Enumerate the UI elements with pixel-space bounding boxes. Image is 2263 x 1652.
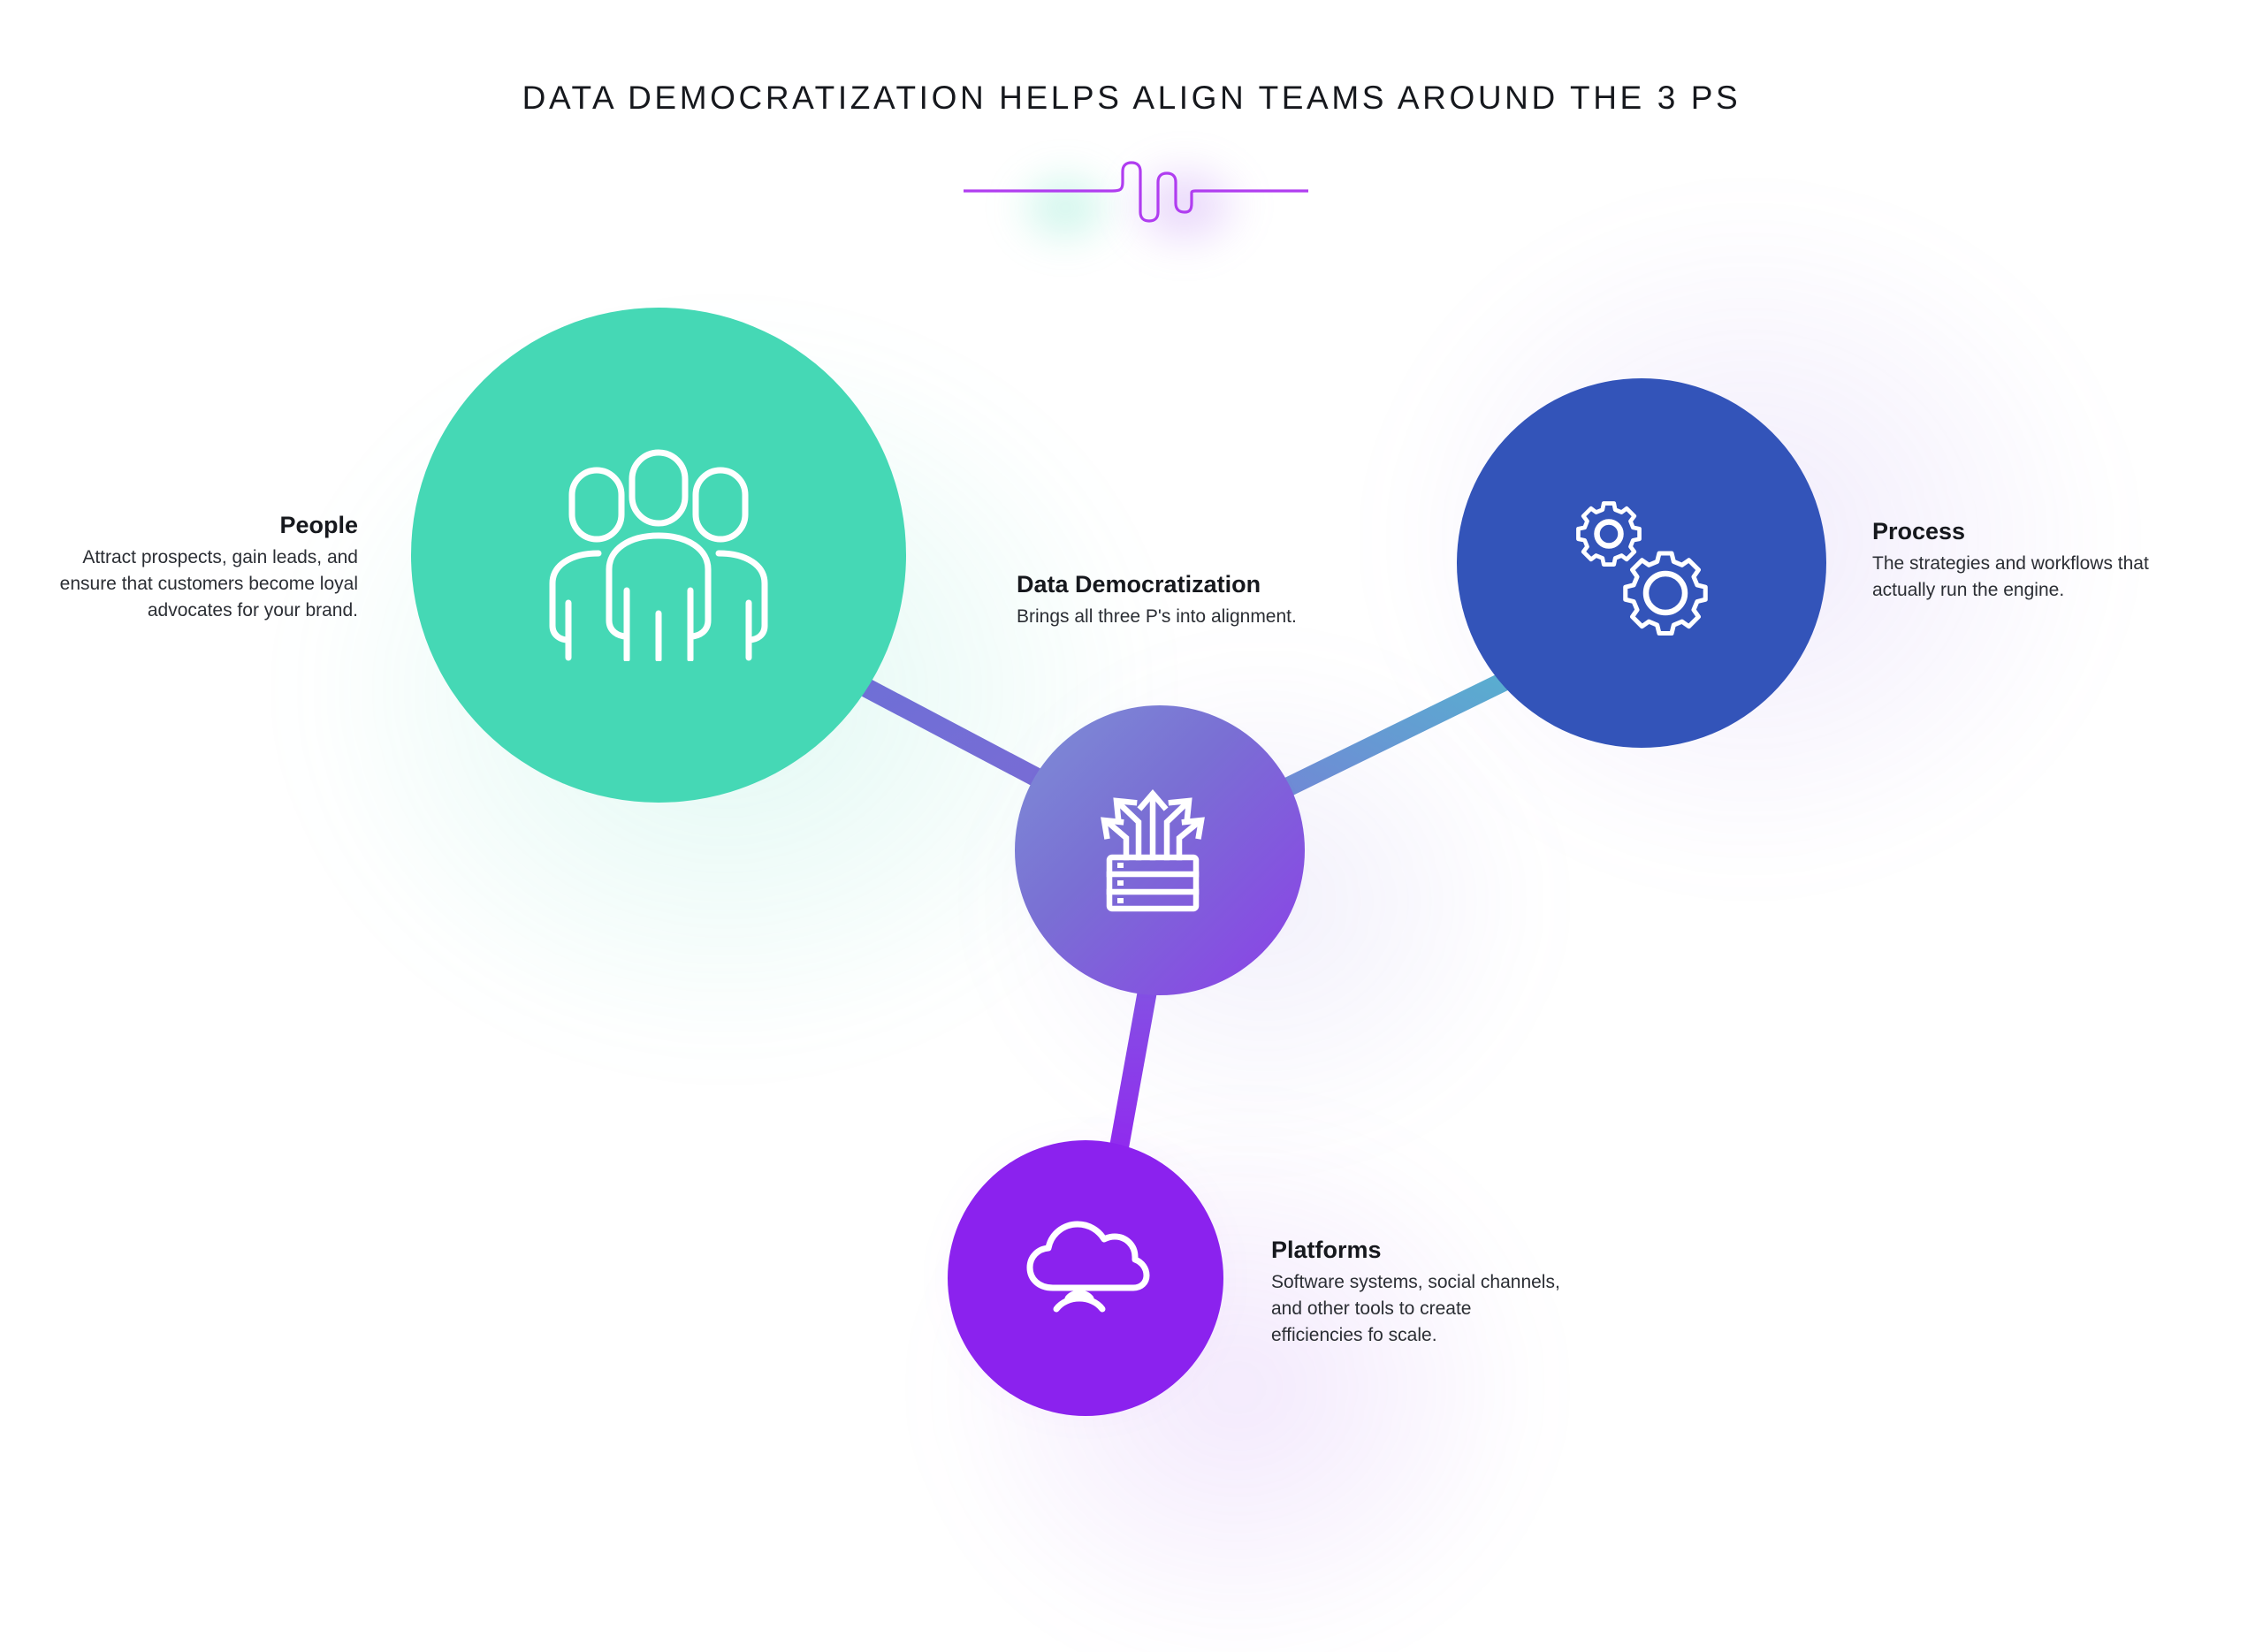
process-description: The strategies and workflows that actual… [1872, 553, 2149, 601]
cloud-wifi-icon [1026, 1221, 1150, 1313]
people-label-block: People Attract prospects, gain leads, an… [35, 511, 358, 624]
people-group-icon [549, 449, 768, 661]
waveform-pulse-icon [964, 161, 1308, 223]
platforms-description: Software systems, social channels, and o… [1271, 1272, 1560, 1346]
hub-title: Data Democratization [1017, 571, 1261, 598]
server-arrows-icon [1101, 789, 1205, 912]
platforms-label-block: Platforms Software systems, social chann… [1271, 1236, 1563, 1349]
node-platforms[interactable] [948, 1140, 1223, 1416]
node-process[interactable] [1457, 378, 1826, 748]
hub-label-block: Data Democratization Brings all three P'… [1017, 570, 1352, 630]
people-description: Attract prospects, gain leads, and ensur… [59, 547, 358, 621]
waveform-divider [964, 131, 1308, 281]
node-people[interactable] [411, 308, 906, 803]
process-title: Process [1872, 518, 1966, 544]
hub-description: Brings all three P's into alignment. [1017, 606, 1297, 628]
people-title: People [279, 512, 358, 538]
connector-hub-to-platforms [1106, 979, 1159, 1169]
page-title: DATA DEMOCRATIZATION HELPS ALIGN TEAMS A… [522, 80, 1741, 116]
gears-icon [1576, 501, 1708, 636]
divider-glow-purple [1087, 131, 1282, 281]
divider-glow-teal [981, 141, 1149, 274]
platforms-title: Platforms [1271, 1237, 1382, 1263]
process-label-block: Process The strategies and workflows tha… [1872, 517, 2208, 604]
node-data-democratization[interactable] [1015, 705, 1305, 995]
